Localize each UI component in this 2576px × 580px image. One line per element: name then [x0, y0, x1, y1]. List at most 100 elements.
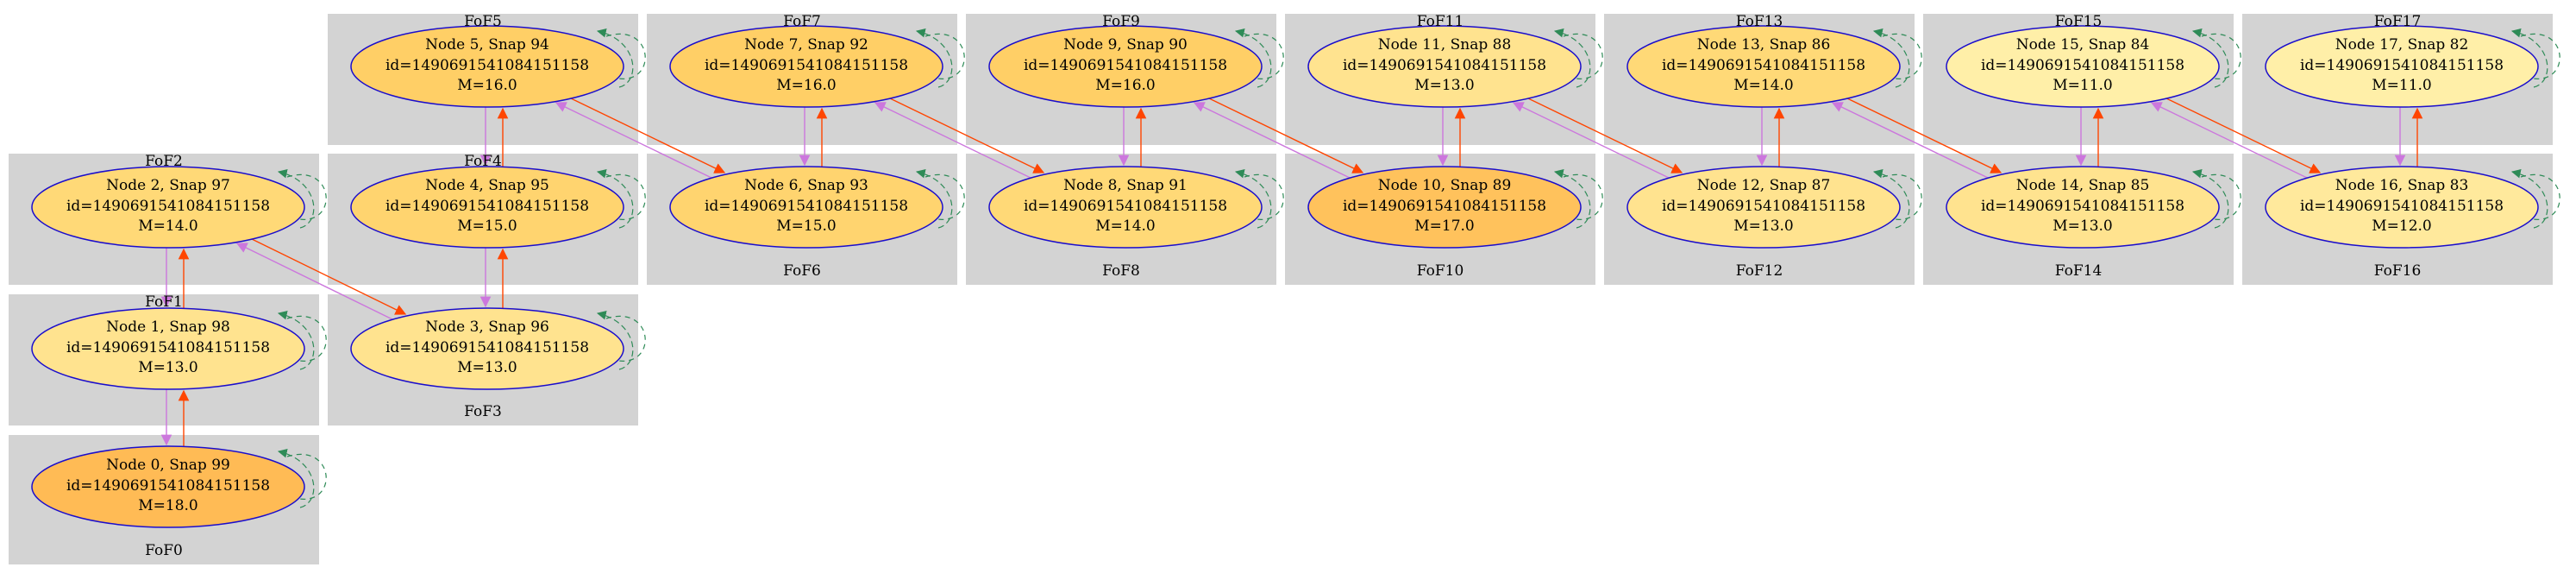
self-loop: [596, 310, 634, 370]
progenitor-edge: [1845, 97, 2003, 173]
edge-diag-11-12: [1512, 97, 1683, 179]
node-id: id=1490691541084151158: [1662, 198, 1865, 215]
self-loop: [596, 28, 634, 88]
node-4[interactable]: Node 4, Snap 95id=1490691541084151158M=1…: [350, 166, 646, 249]
node-mass: M=17.0: [1414, 218, 1475, 235]
self-loop: [1553, 28, 1591, 88]
edge-pair-0-1: [160, 389, 190, 446]
node-ellipse: [31, 307, 305, 390]
node-title: Node 13, Snap 86: [1697, 36, 1831, 54]
node-id: id=1490691541084151158: [1343, 198, 1546, 215]
node-5[interactable]: Node 5, Snap 94id=1490691541084151158M=1…: [350, 25, 646, 108]
node-mass: M=18.0: [138, 497, 198, 514]
node-mass: M=15.0: [776, 218, 837, 235]
node-mass: M=11.0: [2372, 77, 2432, 94]
node-mass: M=13.0: [1414, 77, 1475, 94]
node-16[interactable]: Node 16, Snap 83id=1490691541084151158M=…: [2265, 166, 2560, 249]
node-1[interactable]: Node 1, Snap 98 id=1490691541084151158M=1…: [31, 307, 327, 390]
node-title: Node 3, Snap 96: [425, 318, 549, 336]
node-ellipse: [2265, 166, 2539, 249]
cluster-label: FoF13: [1736, 13, 1783, 30]
node-mass: M=13.0: [138, 359, 198, 376]
edge-pair-8-9: [1118, 107, 1147, 167]
node-13[interactable]: Node 13, Snap 86id=1490691541084151158M=…: [1626, 25, 1922, 108]
node-mass: M=16.0: [776, 77, 837, 94]
node-ellipse: [31, 166, 305, 249]
edge-diag-5-6: [555, 97, 726, 179]
self-loop: [1553, 168, 1591, 229]
node-ellipse: [1946, 166, 2220, 249]
node-id: id=1490691541084151158: [1343, 57, 1546, 74]
node-id: id=1490691541084151158: [2300, 198, 2504, 215]
node-mass: M=16.0: [457, 77, 517, 94]
cluster-label: FoF14: [2055, 262, 2103, 280]
cluster-label: FoF10: [1417, 262, 1464, 280]
node-mass: M=13.0: [457, 359, 517, 376]
self-loop: [2191, 168, 2229, 229]
node-ellipse: [1626, 25, 1901, 108]
node-id: id=1490691541084151158: [66, 198, 270, 215]
cluster-label: FoF2: [145, 153, 183, 170]
node-8[interactable]: Node 8, Snap 91id=1490691541084151158M=1…: [988, 166, 1284, 249]
node-12[interactable]: Node 12, Snap 87id=1490691541084151158M=…: [1626, 166, 1922, 249]
edge-diag-15-16: [2150, 97, 2322, 179]
cluster-label: FoF15: [2055, 13, 2103, 30]
node-mass: M=16.0: [1095, 77, 1156, 94]
node-ellipse: [2265, 25, 2539, 108]
node-title: Node 17, Snap 82: [2335, 36, 2469, 54]
node-7[interactable]: Node 7, Snap 92id=1490691541084151158M=1…: [669, 25, 965, 108]
descendant-edge: [1831, 102, 1989, 179]
node-ellipse: [350, 166, 624, 249]
node-id: id=1490691541084151158: [705, 198, 908, 215]
node-ellipse: [31, 445, 305, 528]
node-ellipse: [669, 166, 943, 249]
edge-pair-4-5: [479, 107, 509, 167]
descendant-edge: [235, 243, 393, 320]
node-title: Node 5, Snap 94: [425, 36, 549, 54]
progenitor-edge: [249, 237, 407, 315]
node-id: id=1490691541084151158: [66, 339, 270, 356]
node-17[interactable]: Node 17, Snap 82id=1490691541084151158M=…: [2265, 25, 2560, 108]
self-loop: [915, 28, 953, 88]
node-0[interactable]: Node 0, Snap 99id=1490691541084151158M=1…: [31, 445, 327, 528]
cluster-label: FoF17: [2374, 13, 2422, 30]
node-title: Node 1, Snap 98: [106, 318, 230, 336]
descendant-edge: [2150, 102, 2308, 179]
node-9[interactable]: Node 9, Snap 90id=1490691541084151158M=1…: [988, 25, 1284, 108]
node-id: id=1490691541084151158: [1024, 198, 1227, 215]
node-ellipse: [988, 25, 1263, 108]
edge-pair-12-13: [1756, 107, 1785, 167]
node-10[interactable]: Node 10, Snap 89id=1490691541084151158M=…: [1307, 166, 1603, 249]
cluster-label: FoF6: [783, 262, 821, 280]
cluster-label: FoF1: [145, 293, 183, 311]
node-id: id=1490691541084151158: [385, 198, 589, 215]
node-mass: M=15.0: [457, 218, 517, 235]
node-ellipse: [1626, 166, 1901, 249]
edge-diag-9-10: [1193, 97, 1364, 179]
self-loop: [1234, 168, 1272, 229]
node-15[interactable]: Node 15, Snap 84id=1490691541084151158M=…: [1946, 25, 2241, 108]
progenitor-edge: [568, 97, 726, 173]
edge-pair-10-11: [1437, 107, 1466, 167]
edge-pair-16-17: [2394, 107, 2423, 167]
node-14[interactable]: Node 14, Snap 85id=1490691541084151158M=…: [1946, 166, 2241, 249]
self-loop: [2510, 28, 2548, 88]
node-mass: M=14.0: [1095, 218, 1156, 235]
progenitor-edge: [887, 97, 1045, 173]
cluster-label: FoF5: [464, 13, 502, 30]
node-6[interactable]: Node 6, Snap 93id=1490691541084151158M=1…: [669, 166, 965, 249]
node-mass: M=14.0: [138, 218, 198, 235]
self-loop: [277, 310, 315, 370]
node-mass: M=13.0: [1733, 218, 1794, 235]
node-3[interactable]: Node 3, Snap 96id=1490691541084151158M=1…: [350, 307, 646, 390]
node-ellipse: [988, 166, 1263, 249]
self-loop: [277, 168, 315, 229]
node-mass: M=11.0: [2053, 77, 2113, 94]
edge-pair-14-15: [2075, 107, 2104, 167]
node-mass: M=12.0: [2372, 218, 2432, 235]
edge-diag-2-3: [235, 237, 407, 320]
node-2[interactable]: Node 2, Snap 97id=1490691541084151158M=1…: [31, 166, 327, 249]
self-loop: [1234, 28, 1272, 88]
node-11[interactable]: Node 11, Snap 88id=1490691541084151158M=…: [1307, 25, 1603, 108]
